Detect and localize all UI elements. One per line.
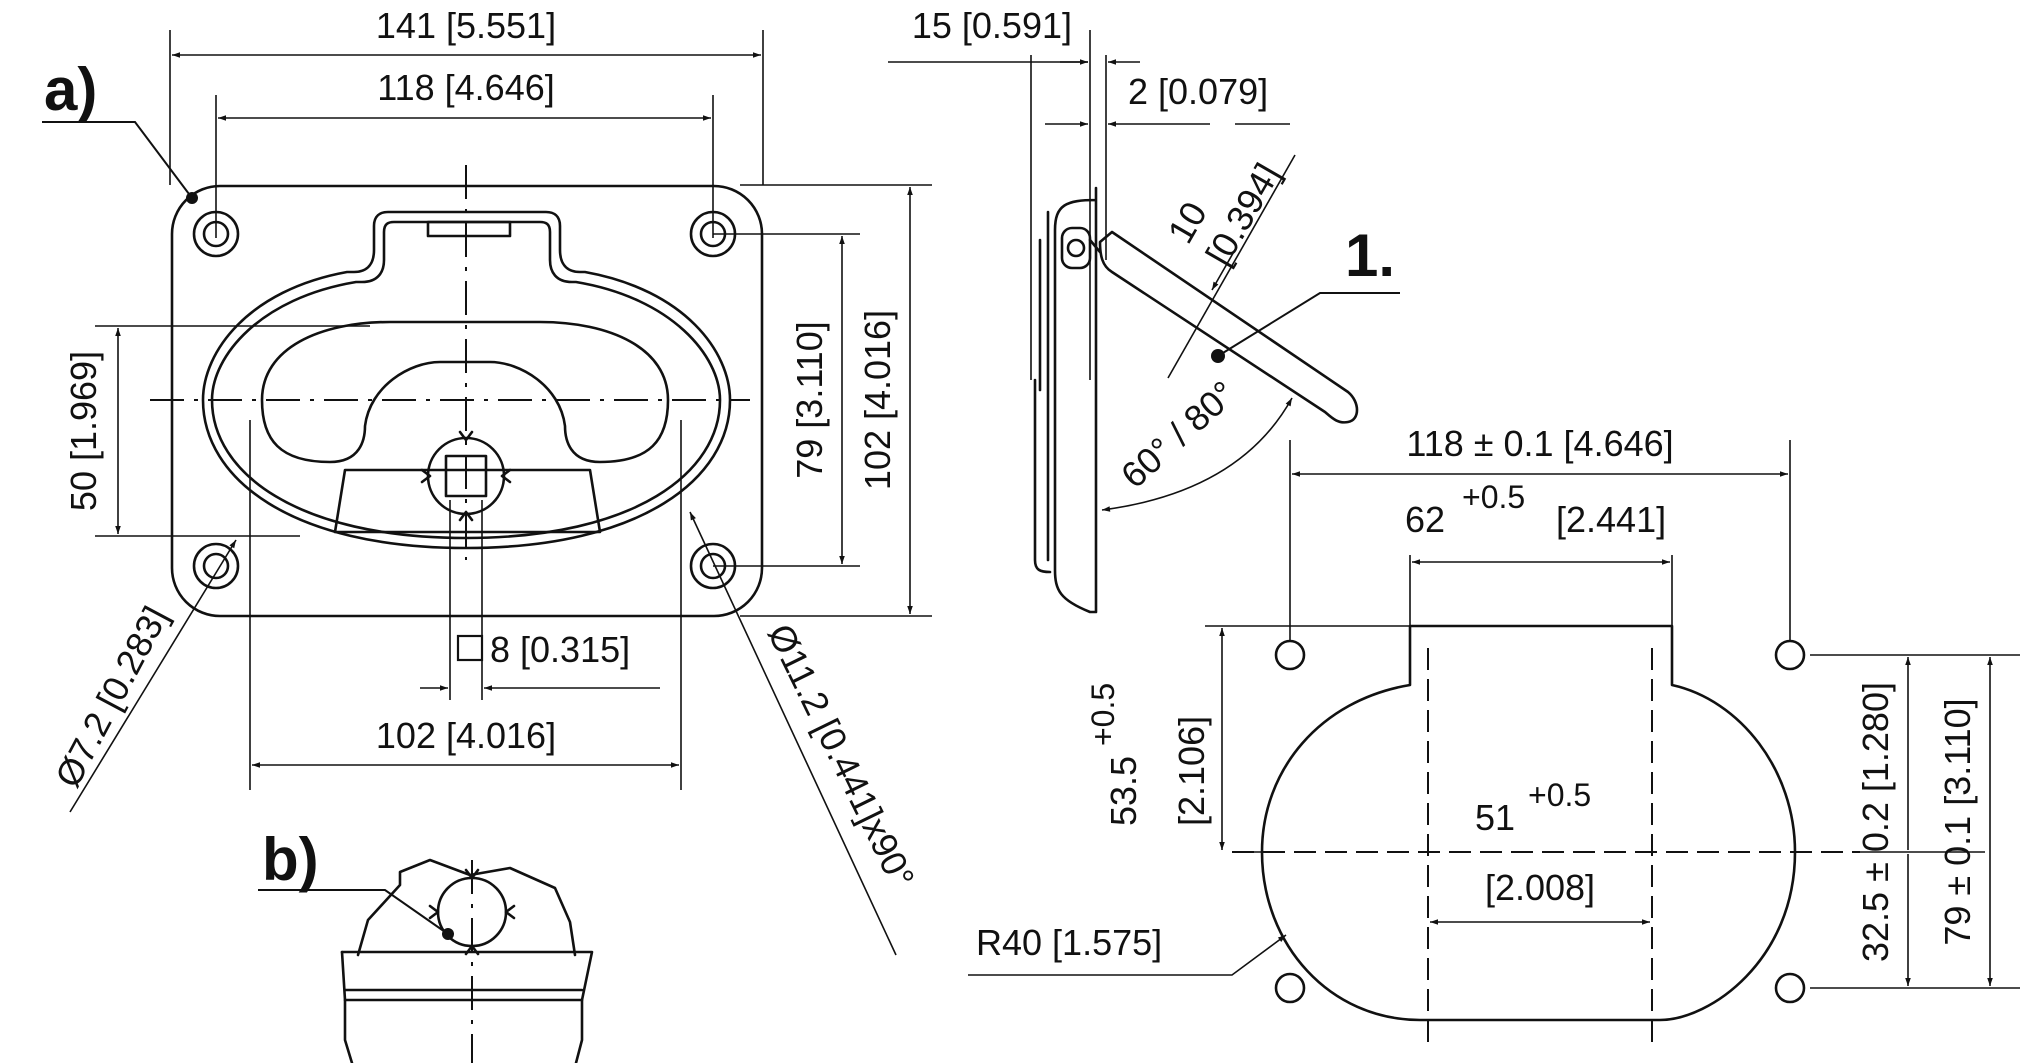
dim-79-label: 79 [3.110] — [789, 321, 830, 478]
dim-cut-62-label: 62 — [1405, 499, 1445, 540]
hole-dia-leader — [69, 539, 237, 813]
dim-cut-51-inch: [2.008] — [1485, 867, 1595, 908]
dim-cut-51-label: 51 — [1475, 797, 1515, 838]
panel-cutout: 118 ± 0.1 [4.646] 62 +0.5 [2.441] 53.5 +… — [968, 423, 2020, 1050]
callout-a-leader — [42, 121, 193, 199]
callout-b: b) — [262, 826, 319, 893]
side-handle — [1098, 230, 1359, 424]
angle-arc — [1101, 397, 1293, 512]
dim-118-label: 118 [4.646] — [377, 67, 555, 108]
angle-label: 60° / 80° — [1113, 373, 1244, 496]
dim-cut-118-label: 118 ± 0.1 [4.646] — [1406, 423, 1673, 464]
dim-cut-53-5-tol: +0.5 — [1085, 683, 1121, 746]
callout-1: 1. — [1345, 222, 1395, 289]
hinge-slot — [426, 220, 512, 238]
dim-hole-dia-label: Ø7.2 [0.283] — [47, 600, 176, 794]
callout-1-dot — [1211, 349, 1225, 363]
dim-15-label: 15 [0.591] — [912, 5, 1072, 46]
front-view: 141 [5.551] 118 [4.646] 50 [1.969] 79 [3… — [42, 5, 932, 956]
callout-1-leader — [1217, 292, 1400, 357]
cutout-outline — [1260, 624, 1797, 1022]
detail-view-b: b) — [258, 826, 594, 1063]
mounting-holes — [192, 210, 737, 590]
dim-cut-53-5-inch: [2.106] — [1171, 716, 1212, 826]
dim-cut-62-tol: +0.5 — [1462, 479, 1525, 515]
callout-b-leader — [258, 889, 449, 935]
callout-a: a) — [44, 56, 97, 123]
side-view: 15 [0.591] 2 [0.079] 10 [0.394] 1. 60° /… — [888, 5, 1400, 614]
handle-bail — [260, 320, 670, 464]
dim-102-vertical-label: 102 [4.016] — [857, 310, 898, 490]
callout-a-dot — [186, 192, 198, 204]
dim-square-label: 8 [0.315] — [490, 629, 630, 670]
pan-inner-rim — [210, 220, 722, 540]
dim-cut-79-label: 79 ± 0.1 [3.110] — [1937, 698, 1978, 945]
dim-cut-62-inch: [2.441] — [1556, 499, 1666, 540]
handle-bail-inner — [333, 468, 602, 534]
side-flange — [1053, 186, 1098, 614]
radius-leader — [968, 934, 1287, 976]
dim-2-label: 2 [0.079] — [1128, 71, 1268, 112]
radius-label: R40 [1.575] — [976, 922, 1162, 963]
pan-outer-rim — [201, 210, 732, 550]
dim-50-label: 50 [1.969] — [63, 351, 104, 511]
dim-cut-51-tol: +0.5 — [1528, 777, 1591, 813]
square-symbol — [456, 634, 484, 662]
csk-hole-leader — [689, 511, 897, 956]
dim-cut-32-5-label: 32.5 ± 0.2 [1.280] — [1855, 682, 1896, 962]
dim-csk-hole-label: Ø11.2 [0.441]x90° — [760, 618, 923, 895]
callout-b-dot — [442, 928, 454, 940]
dim-141-label: 141 [5.551] — [376, 5, 556, 46]
cutout-holes — [1274, 639, 1806, 1004]
dim-102-horizontal-label: 102 [4.016] — [376, 715, 556, 756]
dim-cut-53-5-label: 53.5 — [1103, 756, 1144, 826]
